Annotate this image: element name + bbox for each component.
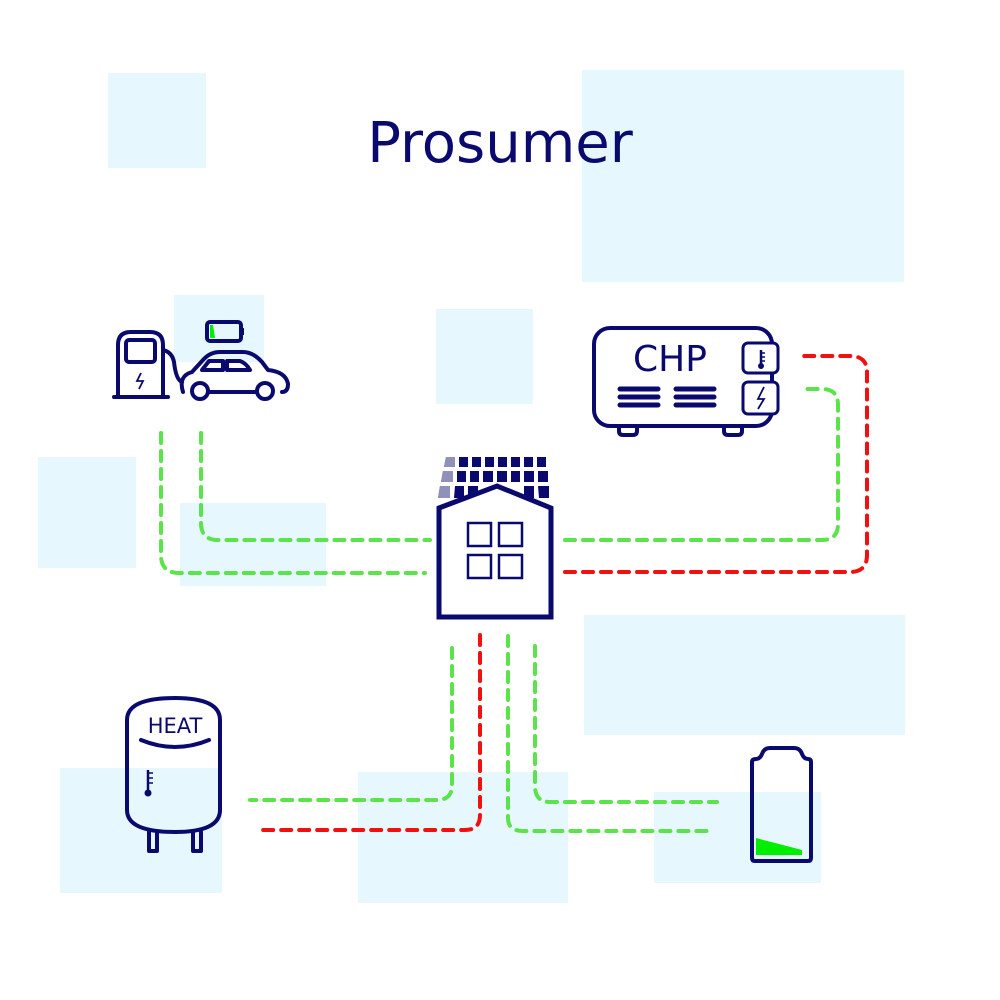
electric-car-icon [179,350,290,401]
background-blocks [38,70,905,903]
battery-power-line-lower [506,634,715,833]
chp-heat-line [563,354,869,574]
charging-station-icon [112,330,184,399]
heat-storage-tank-icon: HEAT [125,696,222,853]
page-title: Prosumer [367,111,634,176]
chp-power-line [563,387,840,542]
chp-unit-icon: CHP [592,326,780,437]
car-power-line-inner [199,431,432,542]
lightning-icon [756,386,766,410]
thermometer-icon [144,770,153,797]
home-battery-icon [750,746,813,863]
heat-tank-heat-line [256,633,482,832]
thermometer-icon [758,350,765,369]
chp-label: CHP [633,339,707,380]
car-power-line-outer [159,431,427,575]
energy-flow-lines [159,354,869,833]
house-with-solar-panels-icon [436,457,554,620]
car-battery-icon [205,320,244,343]
heat-tank-power-line [248,646,454,802]
battery-power-line-upper [533,644,719,804]
heat-label: HEAT [148,714,203,738]
